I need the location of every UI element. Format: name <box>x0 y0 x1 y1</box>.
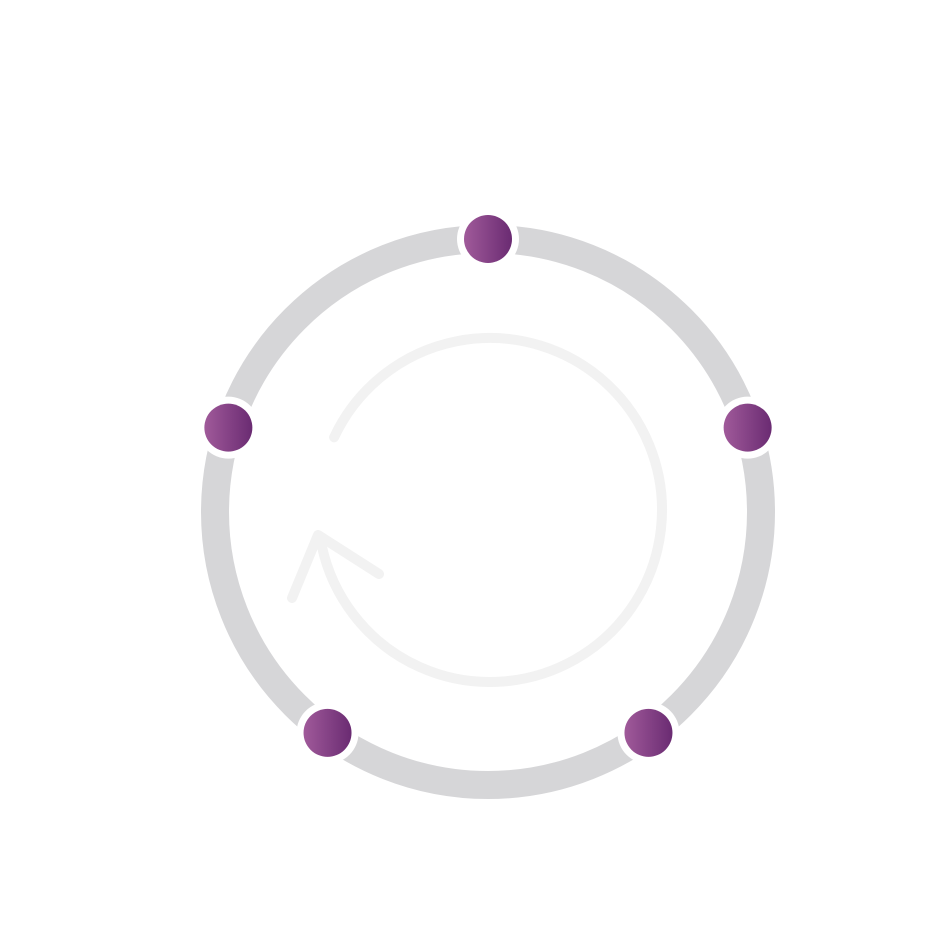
node-5-left <box>204 403 253 452</box>
arrow-head <box>287 530 384 603</box>
cycle-ring <box>201 225 775 799</box>
node-2-right <box>723 403 772 452</box>
node-4-bottom-left <box>303 708 352 757</box>
node-1-top <box>464 215 512 263</box>
cycle-arrow-icon <box>287 333 667 687</box>
cycle-nodes <box>197 208 779 764</box>
node-3-bottom-right <box>624 708 673 757</box>
arrow-arc <box>316 333 667 687</box>
